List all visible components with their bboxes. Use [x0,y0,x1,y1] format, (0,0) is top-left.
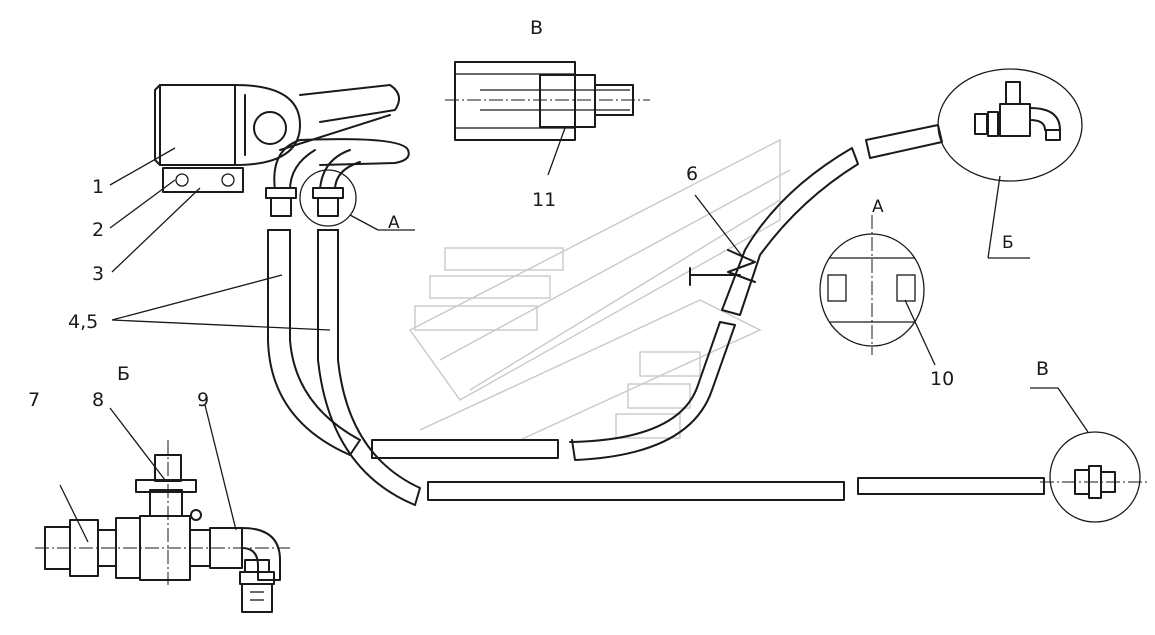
label-part-4-5: 4,5 [68,311,98,333]
label-view-bb-callout: Б [1002,233,1014,253]
hose-clip-6 [689,194,756,286]
hose-clamps-upper [265,139,415,231]
leader-lines [59,147,331,543]
label-part-11: 11 [532,189,556,211]
end-fitting [1030,387,1150,523]
label-view-a-callout: А [388,213,400,233]
label-view-b-right: В [1036,358,1049,380]
section-a-detail [819,215,936,366]
label-view-b-top: В [530,17,543,39]
hose-segments [371,124,1045,501]
tee-valve-detail [35,440,290,613]
label-part-7: 7 [28,389,40,411]
fitting-section-view [445,61,650,176]
label-part-10: 10 [930,368,954,390]
label-part-9: 9 [197,389,209,411]
label-part-6: 6 [686,163,698,185]
label-view-bb-detail: Б [117,363,130,385]
tee-fitting-detail [937,68,1083,259]
hose-4-5 [267,229,421,506]
label-part-3: 3 [92,263,104,285]
label-part-1: 1 [92,176,104,198]
valve-body-unit [154,84,410,193]
label-view-a-detail: А [872,197,884,217]
watermark-graphic [408,138,791,441]
label-part-8: 8 [92,389,104,411]
label-part-2: 2 [92,219,104,241]
